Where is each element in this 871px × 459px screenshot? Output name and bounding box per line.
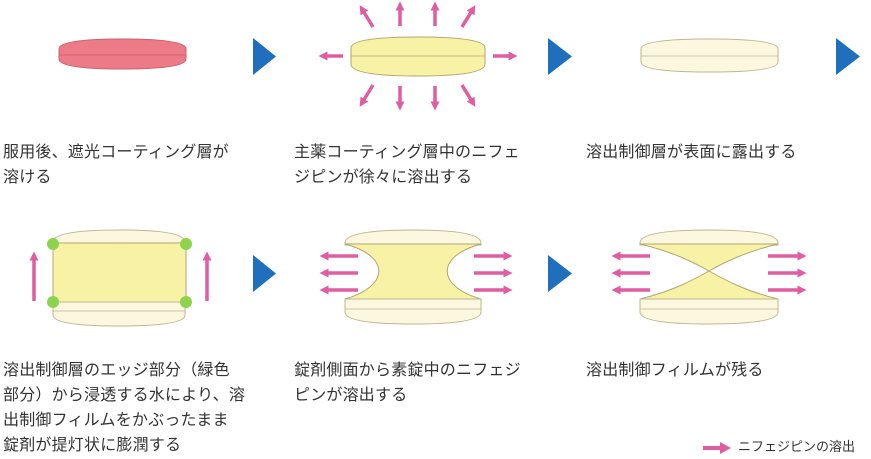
step-arrows bbox=[253, 38, 860, 292]
lantern-bottom-film bbox=[52, 301, 186, 327]
edge-marker-top-left bbox=[47, 238, 59, 250]
coated-tablet-illustration bbox=[58, 38, 187, 70]
lantern-swollen-core bbox=[52, 242, 187, 303]
exposed-tablet-body bbox=[640, 38, 779, 73]
exposed-layer-illustration bbox=[640, 38, 779, 73]
remaining-bottom-film bbox=[639, 298, 779, 325]
remaining-arrows bbox=[611, 251, 807, 295]
edge-marker-top-right bbox=[180, 238, 192, 250]
remaining-top-film bbox=[639, 229, 779, 246]
coated-tablet-body bbox=[58, 38, 187, 70]
step-arrow-4-to-5 bbox=[253, 255, 276, 292]
step-arrow-3-next bbox=[836, 38, 860, 75]
step-arrow-5-to-6 bbox=[548, 255, 572, 292]
release-tablet-body bbox=[350, 36, 486, 77]
release-arrow-down-4 bbox=[460, 84, 476, 107]
side-release-illustration bbox=[319, 229, 513, 325]
legend: ニフェジピンの溶出 bbox=[702, 438, 855, 458]
edge-marker-bottom-right bbox=[180, 296, 192, 308]
side-release-core bbox=[344, 243, 482, 300]
step-3-caption: 溶出制御層が表面に露出する bbox=[586, 142, 797, 161]
side-release-arrows bbox=[319, 251, 513, 295]
edge-marker-bottom-left bbox=[47, 296, 59, 308]
release-arrow-up-1 bbox=[359, 5, 375, 28]
side-release-top-film bbox=[344, 229, 482, 246]
step-1-caption: 服用後、遮光コーティング層が 溶ける bbox=[3, 142, 229, 186]
radial-release-arrows bbox=[318, 1, 518, 111]
radial-release-illustration bbox=[318, 1, 518, 111]
step-5-caption: 錠剤側面から素錠中のニフェジ ピンが溶出する bbox=[294, 360, 521, 404]
step-2-caption: 主薬コーティング層中のニフェ ジピンが徐々に溶出する bbox=[294, 142, 520, 186]
step-arrow-2-to-3 bbox=[548, 38, 572, 75]
lantern-swelling-illustration bbox=[29, 229, 212, 327]
legend-label: ニフェジピンの溶出 bbox=[738, 440, 856, 455]
release-arrow-down-1 bbox=[359, 84, 375, 107]
release-arrow-up-4 bbox=[460, 5, 476, 28]
step-arrow-1-to-2 bbox=[253, 38, 276, 75]
step-4-caption: 溶出制御層のエッジ部分（緑色 部分）から浸透する水により、溶 出制御フィルムをか… bbox=[3, 360, 246, 454]
side-release-bottom-film bbox=[344, 298, 482, 325]
step-6-caption: 溶出制御フィルムが残る bbox=[586, 360, 764, 379]
remaining-film-illustration bbox=[611, 229, 807, 325]
remaining-core-lower bbox=[639, 270, 779, 300]
remaining-core-upper bbox=[639, 243, 779, 272]
pink-right-arrow-icon bbox=[703, 442, 731, 454]
